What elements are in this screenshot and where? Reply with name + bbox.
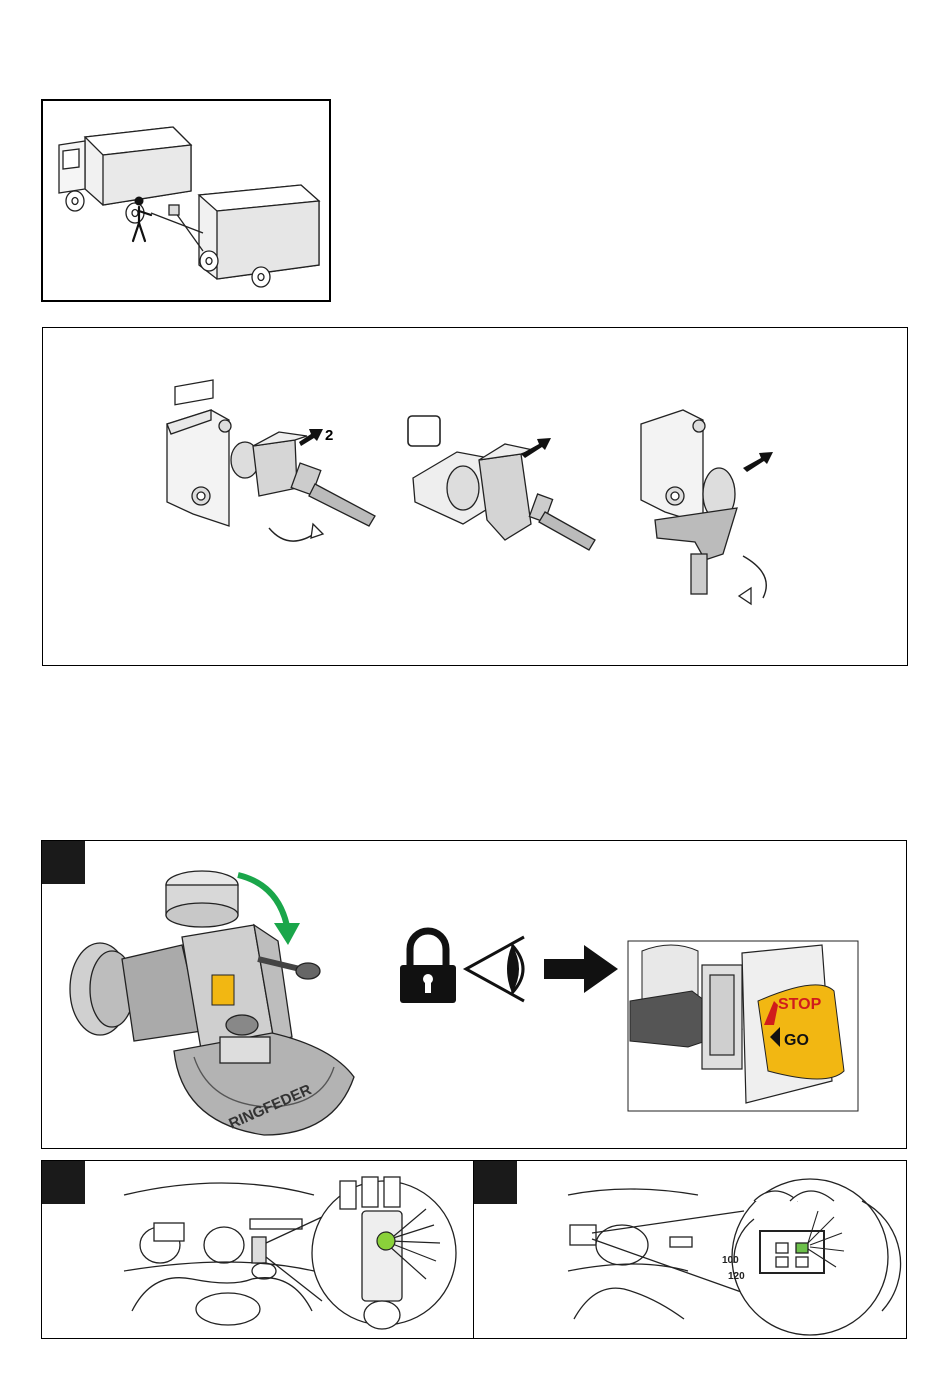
- coupling-steps-illustration: 2: [43, 328, 908, 666]
- checkbox-icon: [408, 416, 440, 446]
- stop-go-plate-small: [212, 975, 234, 1005]
- eye-icon: [466, 937, 524, 1001]
- step-one-arrow-label: 2: [325, 427, 333, 444]
- coupling-step-one: [167, 380, 375, 541]
- coupling-step-two: [413, 444, 595, 550]
- stop-go-detail: STOP GO: [628, 941, 858, 1111]
- truck-trailer-panel: [41, 99, 331, 302]
- right-arrow-icon: [544, 945, 618, 993]
- dashboard-indicator-led-icon: [42, 1161, 475, 1339]
- dashboard-display-indicator-icon: 100 120: [474, 1161, 907, 1339]
- coupling-steps-panel: 2: [42, 327, 908, 666]
- coupling-step-three: [641, 410, 766, 604]
- stop-label: STOP: [778, 996, 822, 1013]
- go-label: GO: [784, 1032, 809, 1049]
- dashboard-right-panel: 100 120: [473, 1160, 907, 1339]
- padlock-icon: [400, 931, 456, 1003]
- dashboard-left-panel: [41, 1160, 475, 1339]
- coupling-check-panel: RINGFEDER STOP: [41, 840, 907, 1149]
- speedo-120: 120: [728, 1271, 745, 1282]
- rotate-arrow-icon: [743, 452, 773, 472]
- truck-trailer-person-illustration: [43, 101, 329, 300]
- coupling-check-illustration: RINGFEDER STOP: [42, 841, 907, 1149]
- speedo-100: 100: [722, 1255, 739, 1266]
- indicator-led: [377, 1232, 395, 1250]
